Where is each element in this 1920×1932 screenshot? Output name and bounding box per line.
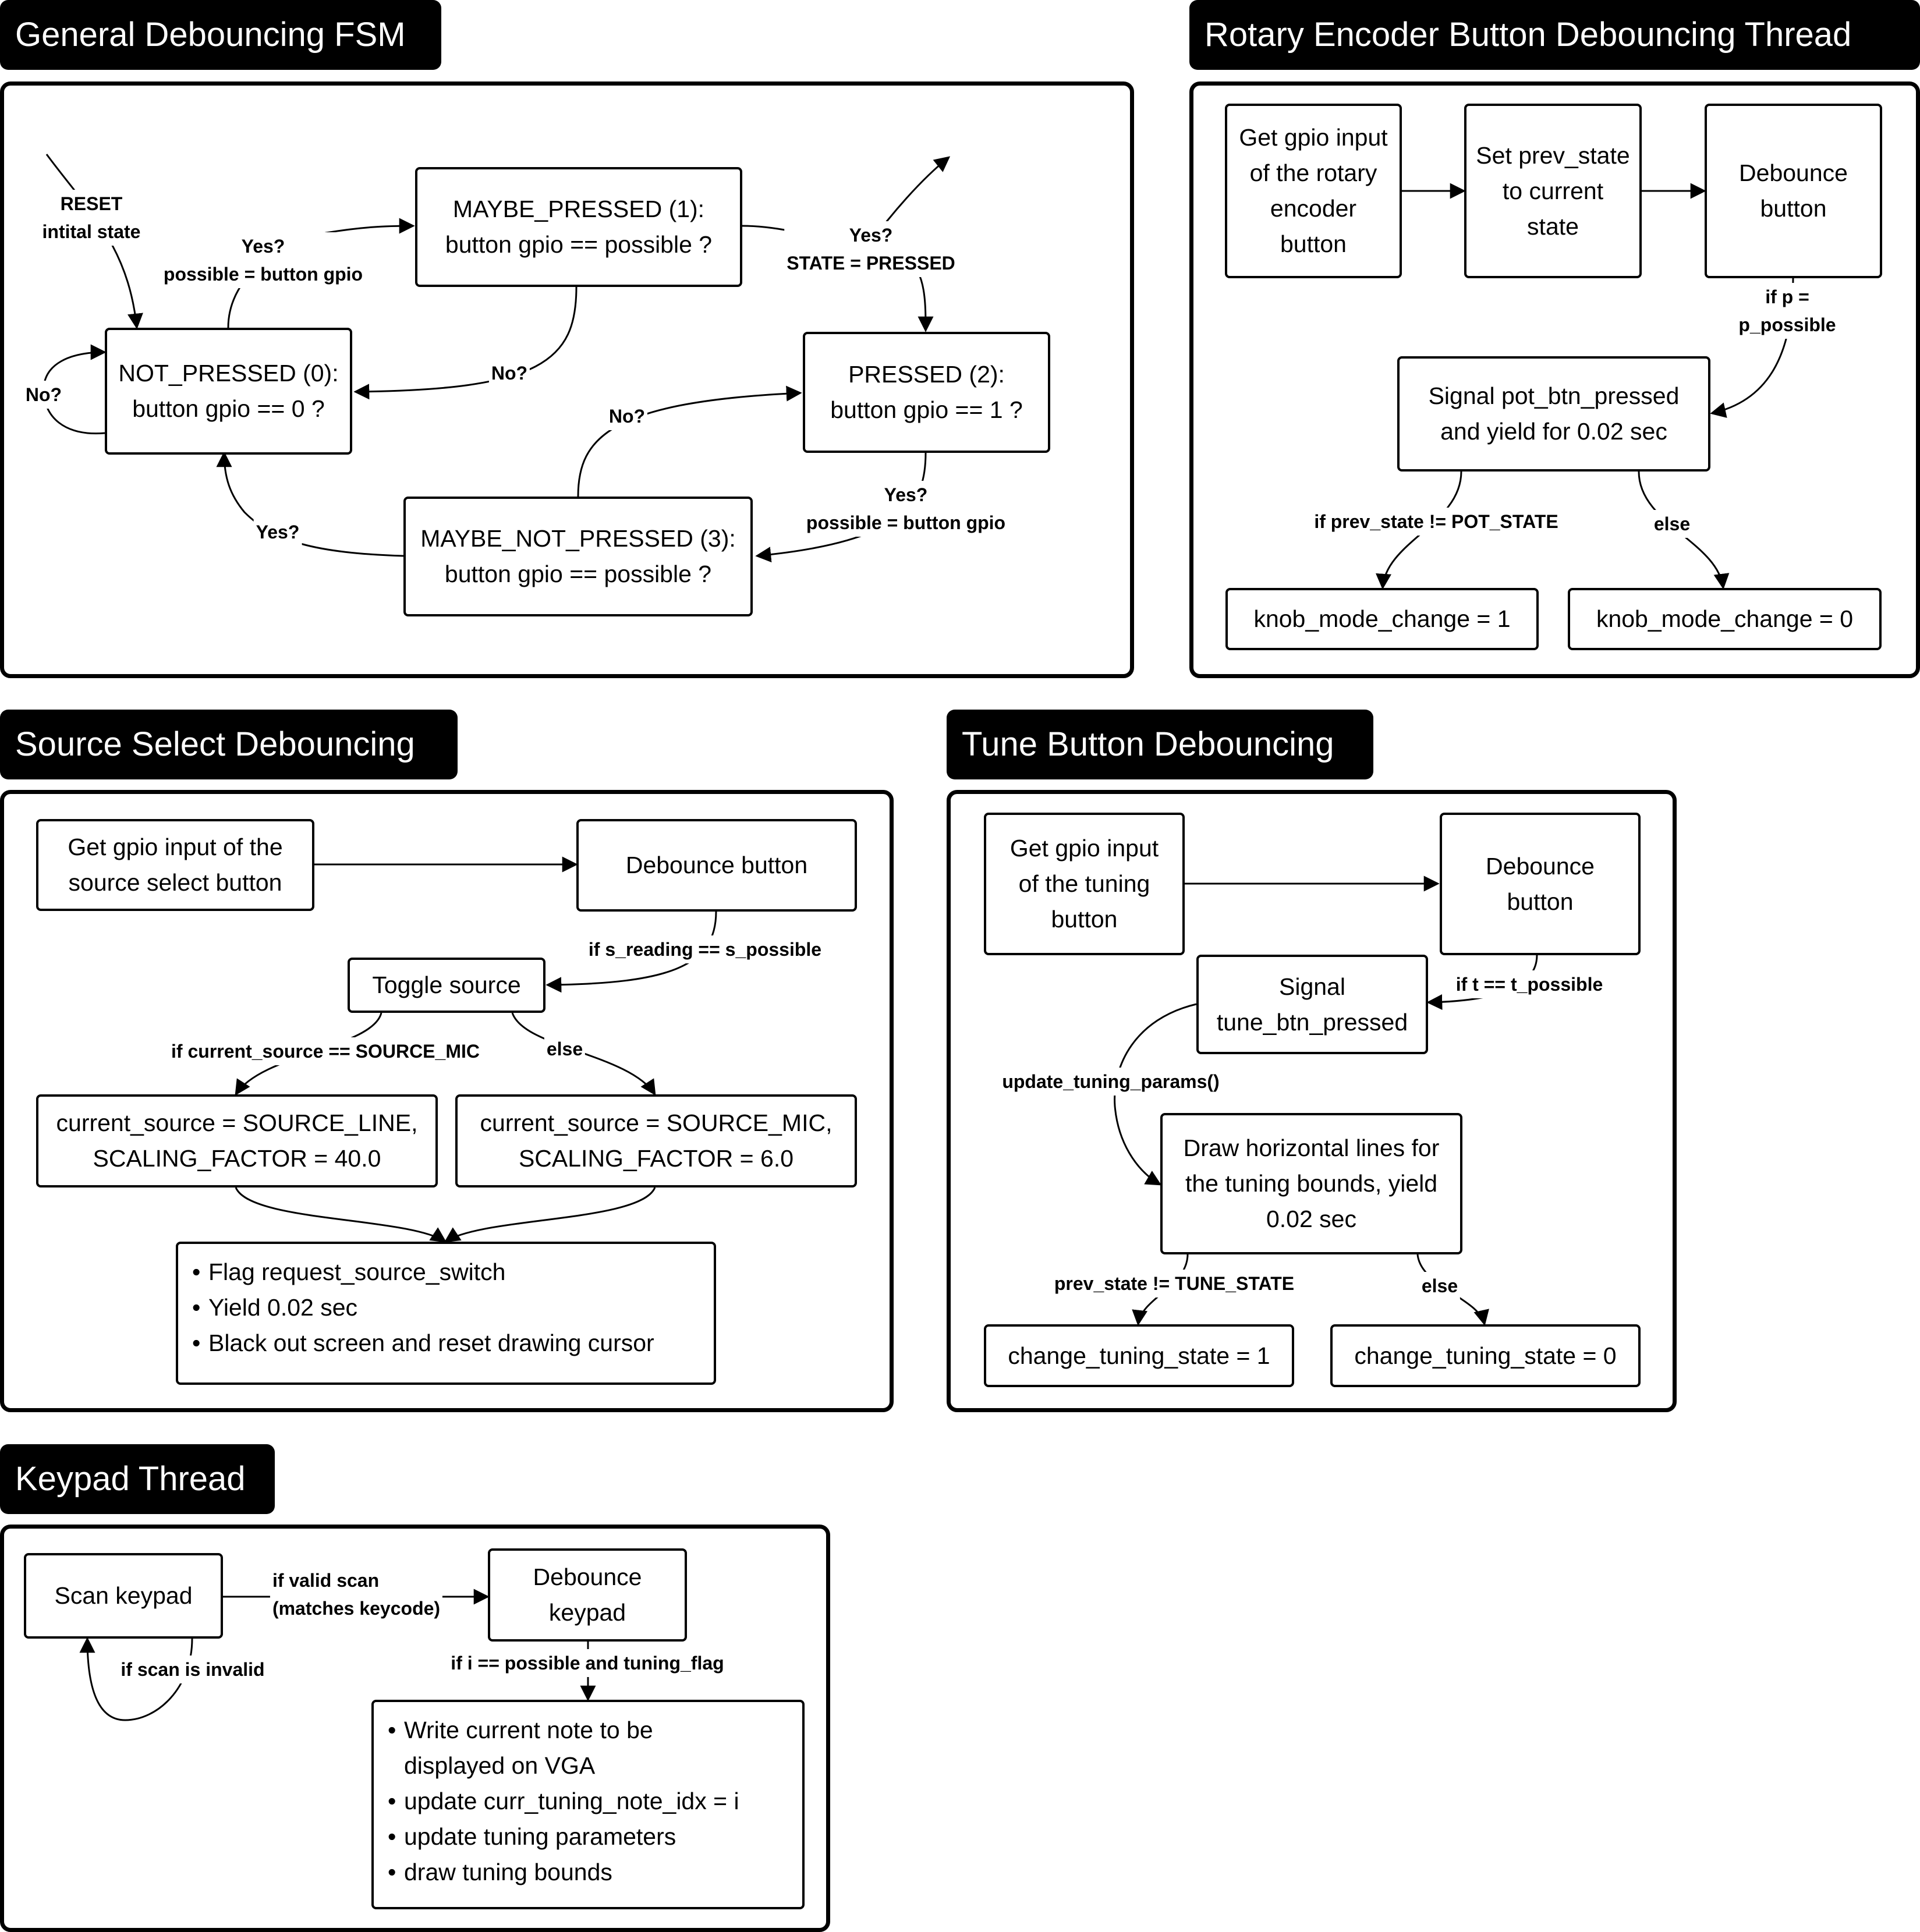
src-toggle: Toggle source xyxy=(348,958,545,1013)
key-final-item: update tuning parameters xyxy=(385,1819,739,1855)
tune-draw: Draw horizontal lines for the tuning bou… xyxy=(1160,1113,1462,1254)
edge-label-tune-draw-to-change0: else xyxy=(1419,1272,1461,1300)
state-not-pressed: NOT_PRESSED (0): button gpio == 0 ? xyxy=(105,328,352,455)
edge-src-line-to-final xyxy=(235,1187,447,1243)
edge-label-rot-debounce-to-signal: if p = p_possible xyxy=(1721,283,1854,339)
src-final-item: Flag request_source_switch xyxy=(190,1254,654,1290)
edge-label-tune-debounce-to-signal: if t == t_possible xyxy=(1453,970,1606,998)
src-debounce: Debounce button xyxy=(576,819,857,912)
key-final-item: Write current note to be displayed on VG… xyxy=(385,1713,739,1784)
panel-title-rotary-text: Rotary Encoder Button Debouncing Thread xyxy=(1205,16,1852,54)
rot-get-input: Get gpio input of the rotary encoder but… xyxy=(1225,104,1402,278)
edge-label-tune-draw-to-change1: prev_state != TUNE_STATE xyxy=(1051,1270,1297,1298)
panel-title-tune: Tune Button Debouncing xyxy=(947,710,1373,779)
src-line: current_source = SOURCE_LINE, SCALING_FA… xyxy=(36,1094,438,1187)
edge-label-key-scan-self: if scan is invalid xyxy=(118,1656,267,1683)
rot-debounce: Debounce button xyxy=(1705,104,1882,278)
edge-label-src-toggle-to-mic: else xyxy=(544,1035,586,1063)
panel-title-rotary: Rotary Encoder Button Debouncing Thread xyxy=(1189,0,1920,70)
rot-change0: knob_mode_change = 0 xyxy=(1568,588,1882,650)
edge-label-mnp-to-np: Yes? xyxy=(253,518,302,546)
panel-title-fsm: General Debouncing FSM xyxy=(0,0,441,70)
edge-label-reset: RESET intital state xyxy=(40,190,143,246)
state-maybe-pressed: MAYBE_PRESSED (1): button gpio == possib… xyxy=(415,167,742,287)
panel-title-source: Source Select Debouncing xyxy=(0,710,458,779)
edge-label-src-toggle-to-line: if current_source == SOURCE_MIC xyxy=(169,1037,482,1065)
edge-label-tune-signal-to-draw: update_tuning_params() xyxy=(1000,1068,1222,1096)
panel-title-source-text: Source Select Debouncing xyxy=(15,725,415,763)
panel-title-tune-text: Tune Button Debouncing xyxy=(962,725,1334,763)
state-maybe-not-pressed: MAYBE_NOT_PRESSED (3): button gpio == po… xyxy=(403,497,753,616)
panel-title-keypad-text: Keypad Thread xyxy=(15,1460,246,1498)
key-debounce: Debounce keypad xyxy=(488,1548,687,1642)
src-mic: current_source = SOURCE_MIC, SCALING_FAC… xyxy=(455,1094,857,1187)
rot-change1: knob_mode_change = 1 xyxy=(1225,588,1539,650)
edge-label-np-to-mp: Yes? possible = button gpio xyxy=(161,232,366,288)
edge-tune-signal-to-draw xyxy=(1114,1003,1197,1186)
src-final-item: Black out screen and reset drawing curso… xyxy=(190,1325,654,1361)
edge-label-mp-to-np: No? xyxy=(488,359,530,387)
key-final-list: Write current note to be displayed on VG… xyxy=(385,1713,739,1890)
edge-label-rot-signal-to-change1: if prev_state != POT_STATE xyxy=(1312,508,1561,536)
tune-signal: Signal tune_btn_pressed xyxy=(1196,955,1428,1054)
edge-label-mp-to-p: Yes? STATE = PRESSED xyxy=(784,221,958,277)
edge-src-mic-to-final xyxy=(444,1187,656,1243)
tune-debounce: Debounce button xyxy=(1440,813,1641,955)
panel-tune xyxy=(947,790,1677,1412)
panel-keypad xyxy=(0,1525,830,1932)
panel-title-keypad: Keypad Thread xyxy=(0,1444,275,1514)
key-final: Write current note to be displayed on VG… xyxy=(371,1700,805,1909)
key-final-item: draw tuning bounds xyxy=(385,1855,739,1890)
key-scan: Scan keypad xyxy=(24,1553,223,1639)
edge-label-p-to-mnp: Yes? possible = button gpio xyxy=(803,481,1008,537)
rot-signal: Signal pot_btn_pressed and yield for 0.0… xyxy=(1397,356,1710,472)
panel-source xyxy=(0,790,894,1412)
edge-mp-to-np xyxy=(353,286,578,400)
panel-fsm xyxy=(0,81,1134,678)
tune-get-input: Get gpio input of the tuning button xyxy=(984,813,1185,955)
panel-title-fsm-text: General Debouncing FSM xyxy=(15,16,406,54)
edge-label-rot-signal-to-change0: else xyxy=(1651,510,1693,538)
state-pressed: PRESSED (2): button gpio == 1 ? xyxy=(803,332,1050,453)
edge-label-key-debounce-to-final: if i == possible and tuning_flag xyxy=(448,1649,727,1677)
edge-label-np-self: No? xyxy=(23,381,65,409)
src-final-item: Yield 0.02 sec xyxy=(190,1290,654,1325)
src-get-input: Get gpio input of the source select butt… xyxy=(36,819,314,911)
key-final-item: update curr_tuning_note_idx = i xyxy=(385,1784,739,1819)
edge-label-src-debounce-to-toggle: if s_reading == s_possible xyxy=(586,935,824,963)
edge-src-debounce-to-toggle xyxy=(545,911,717,993)
src-final: Flag request_source_switch Yield 0.02 se… xyxy=(176,1242,716,1385)
src-final-list: Flag request_source_switch Yield 0.02 se… xyxy=(190,1254,654,1361)
rot-set-prev: Set prev_state to current state xyxy=(1464,104,1642,278)
tune-change1: change_tuning_state = 1 xyxy=(984,1324,1294,1387)
edge-label-mnp-to-p: No? xyxy=(606,402,648,430)
panel-rotary xyxy=(1189,81,1920,678)
tune-change0: change_tuning_state = 0 xyxy=(1330,1324,1641,1387)
edge-label-key-scan-to-debounce: if valid scan (matches keycode) xyxy=(270,1566,443,1622)
